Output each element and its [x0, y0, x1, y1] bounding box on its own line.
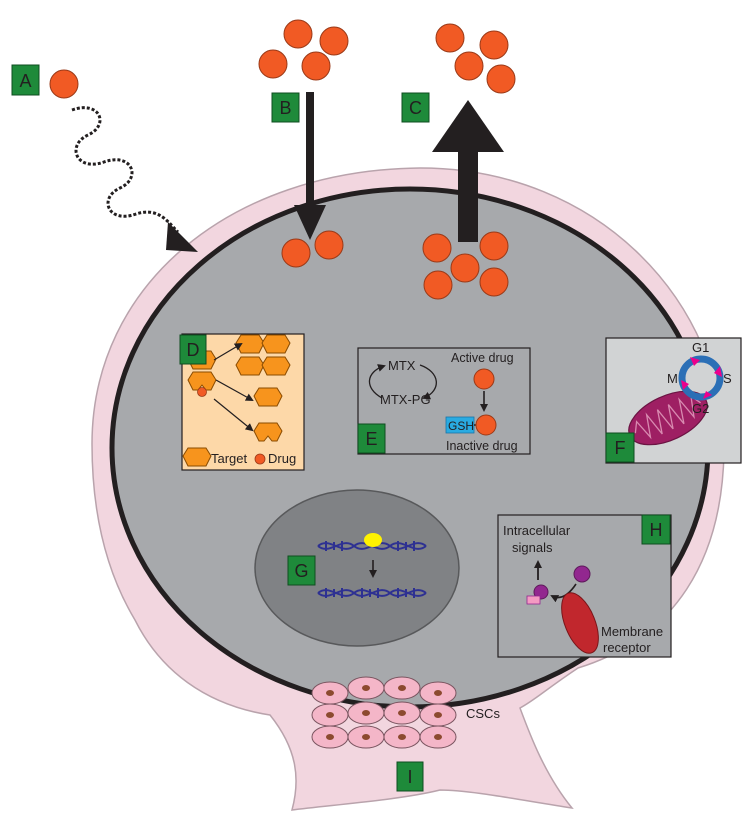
- label-box-a: A: [11, 64, 40, 96]
- label-f: F: [615, 438, 626, 458]
- drugs-c-outside: [435, 23, 516, 94]
- cscs-label: CSCs: [466, 706, 500, 721]
- active-drug-label: Active drug: [451, 351, 514, 365]
- label-box-e: E: [357, 423, 386, 454]
- label-c: C: [409, 98, 422, 118]
- inactive-drug-label: Inactive drug: [446, 439, 518, 453]
- label-box-i: I: [396, 761, 424, 792]
- csc-nuclei: [326, 685, 442, 740]
- receptor-label-line2: receptor: [603, 640, 651, 655]
- label-e: E: [365, 429, 377, 449]
- nucleus: [254, 489, 460, 647]
- drugs-c-inside: [422, 231, 509, 300]
- mtx-pg-label: MTX-PG: [380, 392, 431, 407]
- drugs-b-inside: [281, 230, 344, 268]
- label-box-c: C: [401, 92, 430, 123]
- mtx-cycle-arrow-right: [419, 364, 437, 400]
- inactive-drug: [475, 414, 497, 436]
- label-i: I: [407, 767, 412, 787]
- label-d: D: [187, 340, 200, 360]
- receptor-label-line1: Membrane: [601, 624, 663, 639]
- label-b: B: [279, 98, 291, 118]
- free-ligand: [573, 565, 591, 583]
- bound-ligand: [533, 584, 549, 600]
- label-g: G: [294, 561, 308, 581]
- label-h: H: [650, 520, 663, 540]
- mtx-cycle-arrow-left: [368, 364, 386, 399]
- label-box-h: H: [641, 514, 671, 545]
- gsh-label: GSH: [448, 419, 474, 433]
- wavy-entry-path: [71, 106, 180, 234]
- g2-label: G2: [692, 401, 709, 416]
- active-drug: [473, 368, 495, 390]
- membrane-receptor-shape: [561, 592, 599, 654]
- g1-label: G1: [692, 340, 709, 355]
- label-box-g: G: [287, 555, 316, 586]
- dna-lesion: [364, 533, 382, 547]
- cell-cycle-checkpoints: [681, 357, 722, 399]
- influx-arrow-head: [294, 205, 326, 240]
- cell-cycle-ring: [678, 355, 724, 401]
- efflux-arrow-head: [432, 100, 504, 152]
- label-box-f: F: [605, 432, 635, 463]
- mtx-label: MTX: [388, 358, 416, 373]
- m-label: M: [667, 371, 678, 386]
- drug-legend-dot: [254, 453, 266, 465]
- target-legend-label: Target: [211, 451, 248, 466]
- signals-label-line2: signals: [512, 540, 553, 555]
- label-box-d: D: [179, 334, 207, 365]
- s-label: S: [723, 371, 732, 386]
- panel-d-arrows: [213, 342, 254, 432]
- label-box-b: B: [271, 92, 300, 123]
- target-molecules: [182, 334, 291, 467]
- panel-e: [357, 347, 531, 455]
- drug-a: [49, 69, 79, 99]
- drug-legend-label: Drug: [268, 451, 296, 466]
- label-a: A: [19, 71, 31, 91]
- dna-repaired: [317, 588, 427, 598]
- effector-protein: [526, 595, 541, 605]
- drugs-b-outside: [258, 19, 349, 81]
- signals-label-line1: Intracellular: [503, 523, 571, 538]
- efflux-arrow-shaft: [458, 150, 478, 242]
- wavy-arrow-head: [166, 222, 198, 252]
